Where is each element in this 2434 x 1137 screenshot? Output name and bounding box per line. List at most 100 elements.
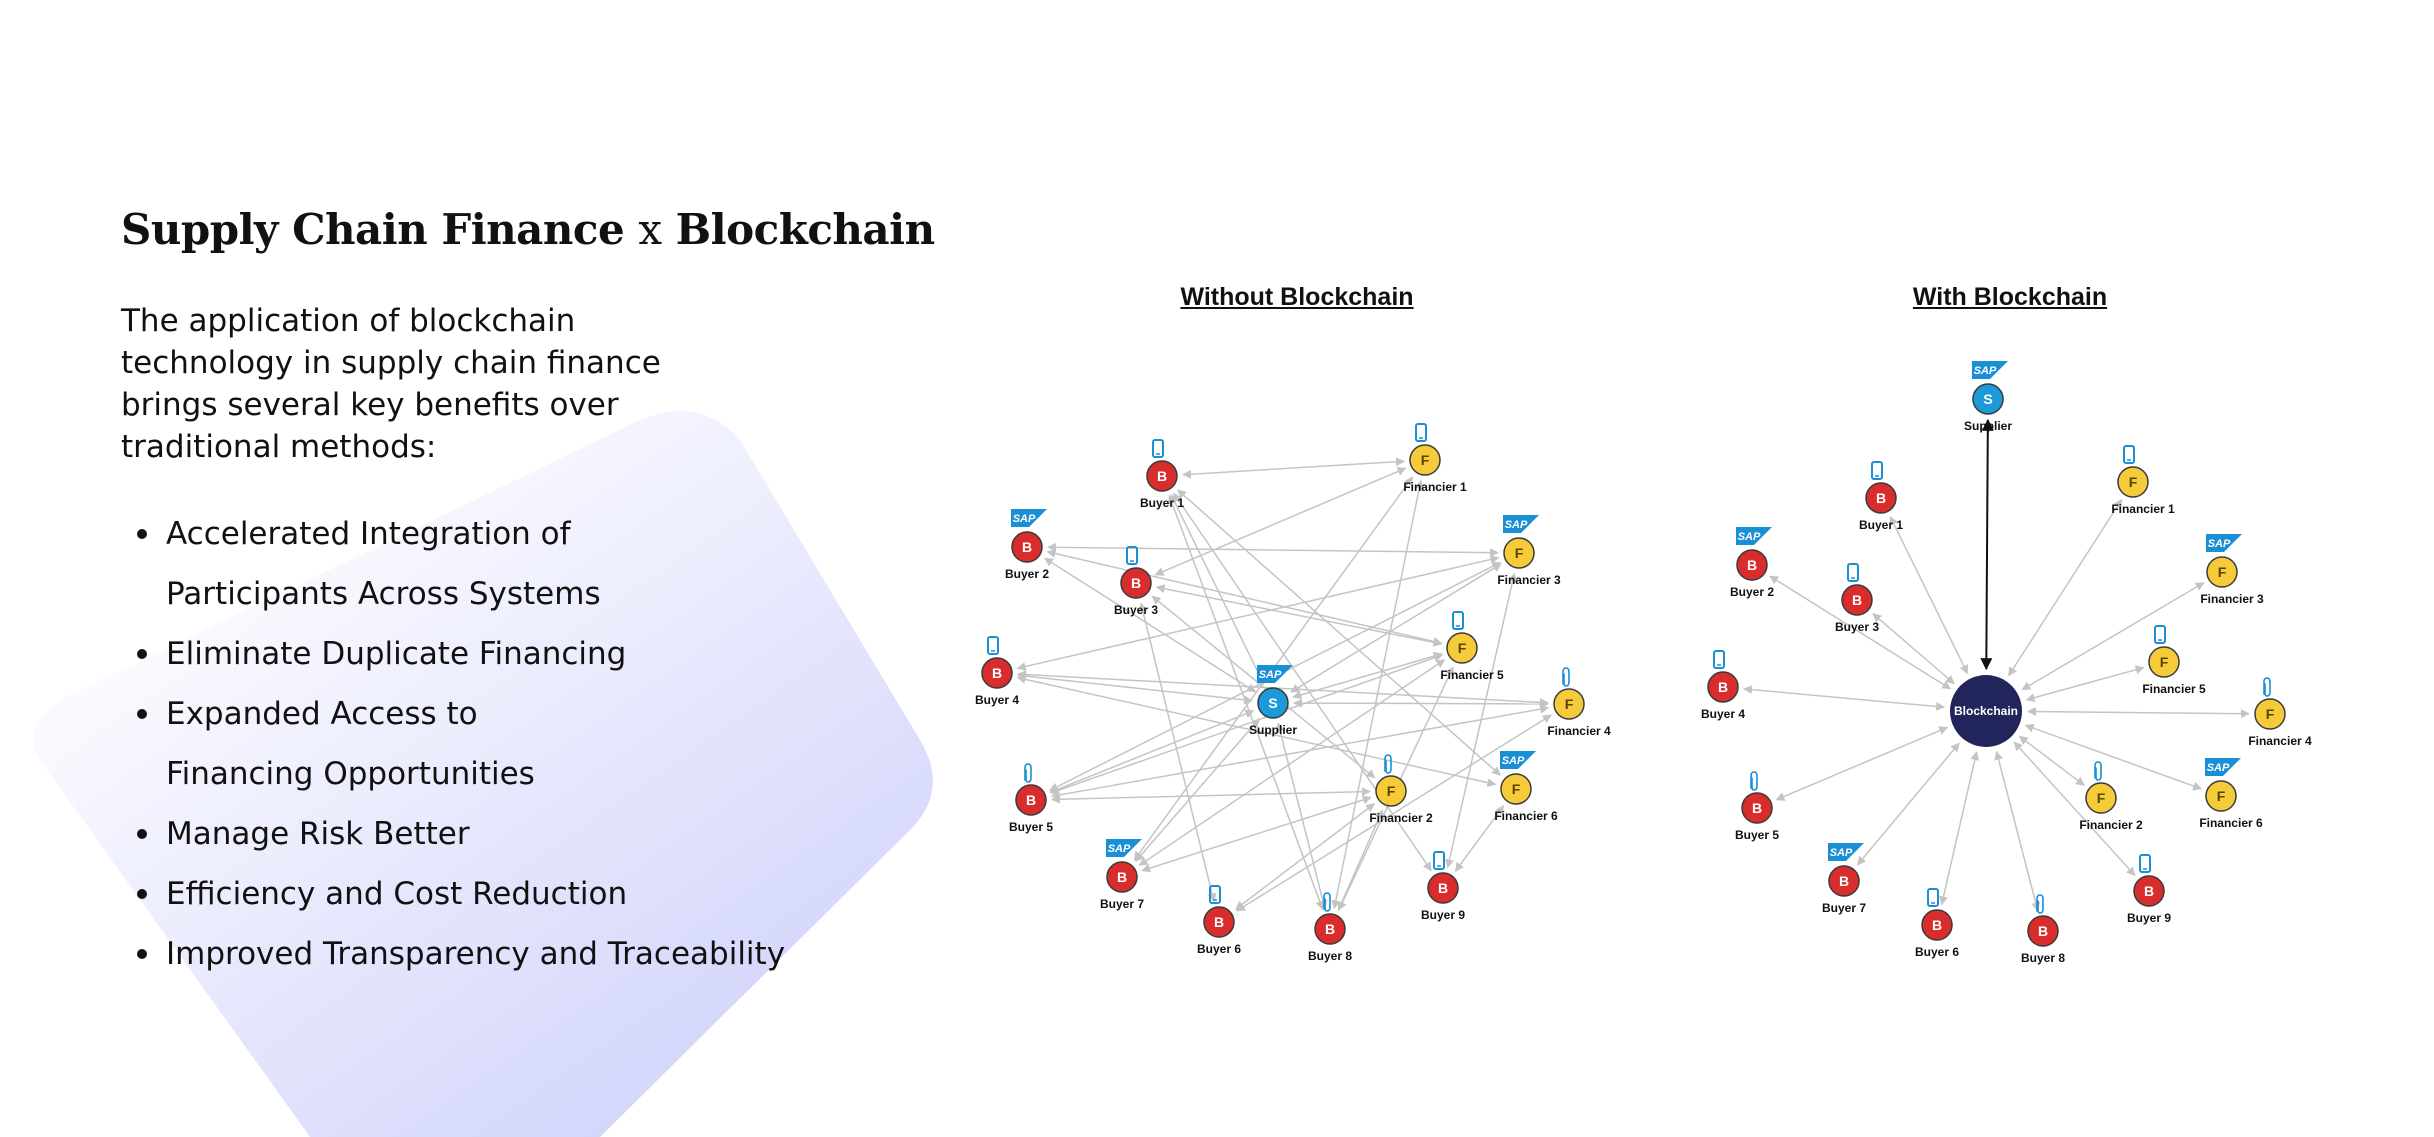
sap-logo-icon: SAP: [1011, 509, 1047, 527]
edge-financier2-buyer7: [1141, 795, 1372, 873]
buyer-node-circle: [981, 657, 1013, 689]
buyer-node-circle: [1011, 531, 1043, 563]
edge-buyer4-supplier: [1016, 671, 1254, 705]
node-letter: F: [1512, 781, 1521, 797]
phone-icon: [1209, 885, 1221, 904]
node-buyer1: B Buyer 1: [1140, 439, 1184, 510]
node-label: Financier 4: [2248, 734, 2312, 748]
benefit-item: Expanded Access to Financing Opportuniti…: [121, 684, 921, 804]
buyer-node-circle: [1203, 906, 1235, 938]
node-label: Buyer 9: [1421, 908, 1465, 922]
node-letter: B: [1876, 490, 1886, 506]
edge-buyer2-financier5: [1046, 549, 1443, 646]
node-label: Financier 2: [1369, 811, 1433, 825]
financier-node-circle: [1503, 537, 1535, 569]
financier-node-circle: [1446, 632, 1478, 664]
supplier-node-circle: [1972, 383, 2004, 415]
buyer-node-circle: [1736, 549, 1768, 581]
phone-icon: [1927, 888, 1939, 907]
benefits-list: Accelerated Integration of Participants …: [121, 504, 921, 984]
node-label: Buyer 5: [1009, 820, 1053, 834]
buyer-node-circle: [1865, 482, 1897, 514]
node-letter: B: [1932, 917, 1942, 933]
node-letter: B: [1718, 679, 1728, 695]
buyer-node-circle: [1106, 861, 1138, 893]
node-letter: B: [1438, 880, 1448, 896]
phone-icon: [2139, 854, 2151, 873]
benefit-text: Accelerated Integration of Participants …: [166, 516, 601, 612]
edge-buyer1-financier1: [1182, 457, 1405, 479]
buyer-node-circle: [1921, 909, 1953, 941]
sap-logo-icon: SAP: [1106, 839, 1142, 857]
node-letter: F: [2129, 474, 2138, 490]
edge-supplier-buyer1: [1170, 494, 1265, 685]
buyer-node-circle: [1146, 460, 1178, 492]
edge-buyer9-hub: [2013, 741, 2136, 877]
edge-financier2-hub: [2018, 735, 2085, 786]
edge-buyer1-financier6: [1177, 489, 1501, 776]
node-letter: B: [1157, 468, 1167, 484]
node-label: Buyer 7: [1100, 897, 1144, 911]
node-label: Supplier: [1249, 723, 1297, 737]
edge-financier2-buyer5: [1051, 787, 1371, 804]
edge-buyer8-financier1: [1331, 479, 1424, 910]
diagram-title-without: Without Blockchain: [1180, 283, 1414, 311]
node-label: Buyer 6: [1197, 942, 1241, 956]
node-label: Financier 1: [1403, 480, 1467, 494]
node-letter: B: [1214, 914, 1224, 930]
edge-buyer7-hub: [1856, 742, 1960, 866]
node-letter: B: [1026, 792, 1036, 808]
sap-logo-icon: SAP: [1736, 527, 1772, 545]
paperclip-icon: [1562, 667, 1570, 687]
benefit-item: Eliminate Duplicate Financing: [121, 624, 921, 684]
edge-buyer2-financier3: [1047, 542, 1499, 558]
phone-icon: [1415, 423, 1427, 442]
financier-node-circle: [1500, 773, 1532, 805]
sap-logo-text: SAP: [1505, 519, 1528, 531]
node-letter: B: [1747, 557, 1757, 573]
node-label: Financier 5: [2142, 682, 2206, 696]
sap-logo-text: SAP: [1259, 669, 1282, 681]
node-label: Buyer 1: [1140, 496, 1184, 510]
edge-buyer1-hub: [1889, 516, 1969, 675]
benefit-text: Improved Transparency and Traceability: [166, 936, 786, 972]
node-letter: F: [1421, 452, 1430, 468]
node-letter: F: [2217, 788, 2226, 804]
paperclip-icon: [2036, 894, 2044, 914]
benefit-text: Eliminate Duplicate Financing: [166, 636, 627, 672]
sap-logo-icon: SAP: [1503, 515, 1539, 533]
node-label: Buyer 3: [1835, 620, 1879, 634]
node-letter: B: [992, 665, 1002, 681]
financier-node-circle: [1553, 688, 1585, 720]
sap-logo-text: SAP: [2208, 538, 2231, 550]
node-letter: S: [1983, 391, 1992, 407]
paperclip-icon: [2263, 677, 2271, 697]
node-buyer6: B Buyer 6: [1197, 885, 1241, 956]
node-letter: F: [2218, 564, 2227, 580]
paperclip-icon: [2094, 761, 2102, 781]
node-label: Financier 3: [1497, 573, 1561, 587]
node-label: Financier 2: [2079, 818, 2143, 832]
node-label: Buyer 2: [1730, 585, 1774, 599]
edges-with: [1743, 418, 2250, 912]
node-letter: B: [1752, 800, 1762, 816]
sap-logo-icon: SAP: [1500, 751, 1536, 769]
edge-buyer4-financier3: [1016, 555, 1500, 671]
hub-circle: [1950, 675, 2022, 747]
edge-buyer6-financier4: [1236, 714, 1552, 912]
